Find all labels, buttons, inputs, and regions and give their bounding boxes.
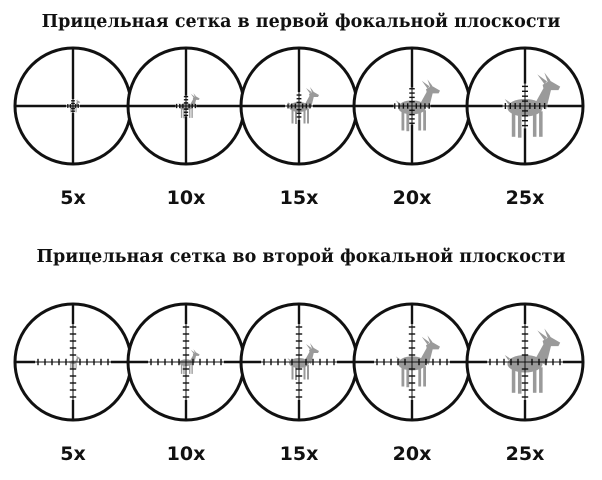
magnification-label: 25x <box>506 187 545 209</box>
crosshair-icon <box>128 48 244 164</box>
section-title-first-focal-plane: Прицельная сетка в первой фокальной плос… <box>41 12 561 32</box>
scope-view-2-20x <box>352 302 472 422</box>
scope-view-2-10x <box>126 302 246 422</box>
scope-view-2-5x <box>13 302 133 422</box>
crosshair-icon <box>467 48 583 164</box>
scope-view-1-20x <box>352 46 472 166</box>
magnification-label: 5x <box>60 187 85 209</box>
magnification-label: 25x <box>506 443 545 465</box>
scope-view-2-15x <box>239 302 359 422</box>
deer-silhouette-icon <box>504 72 561 138</box>
crosshair-icon <box>467 304 583 420</box>
crosshair-icon <box>354 304 470 420</box>
magnification-label: 10x <box>167 443 206 465</box>
magnification-label: 10x <box>167 187 206 209</box>
crosshair-icon <box>241 304 357 420</box>
scope-view-2-25x <box>465 302 585 422</box>
magnification-label: 5x <box>60 443 85 465</box>
scope-view-1-10x <box>126 46 246 166</box>
magnification-label: 20x <box>393 187 432 209</box>
scope-view-1-5x <box>13 46 133 166</box>
crosshair-icon <box>15 48 131 164</box>
section-title-second-focal-plane: Прицельная сетка во второй фокальной пло… <box>36 247 566 267</box>
magnification-label: 15x <box>280 443 319 465</box>
scope-view-1-25x <box>465 46 585 166</box>
magnification-label: 20x <box>393 443 432 465</box>
crosshair-icon <box>128 304 244 420</box>
magnification-label: 15x <box>280 187 319 209</box>
crosshair-icon <box>241 48 357 164</box>
scope-view-1-15x <box>239 46 359 166</box>
crosshair-icon <box>354 48 470 164</box>
